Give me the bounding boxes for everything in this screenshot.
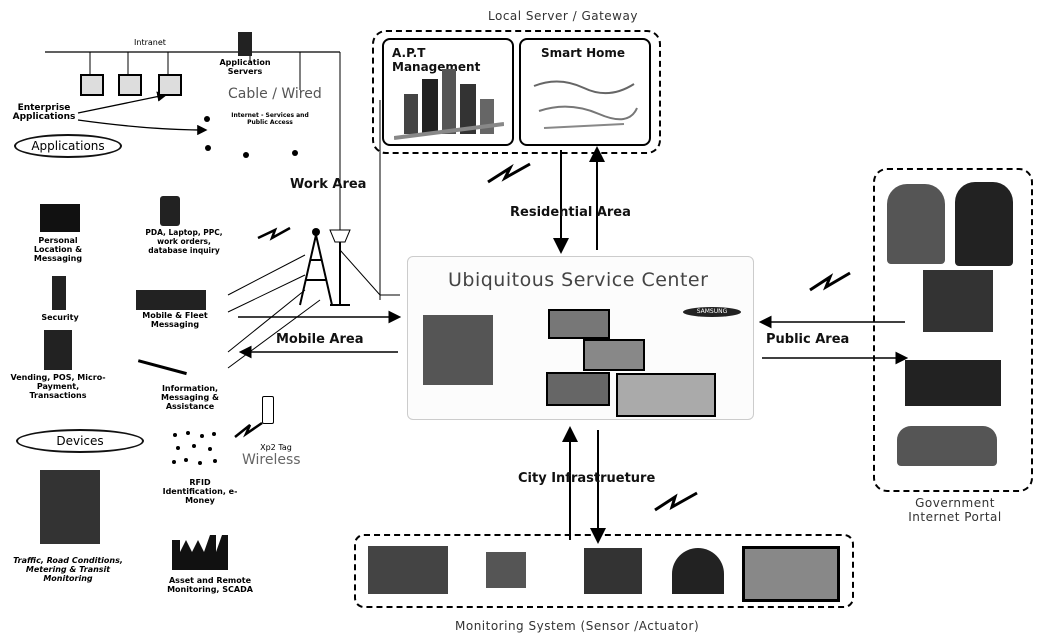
- node-icon: [292, 150, 298, 156]
- radio-tower-icon: [300, 228, 350, 305]
- public-area-label: Public Area: [766, 332, 849, 347]
- rfid-dots-icon: [170, 430, 220, 470]
- monitoring-box: [354, 534, 854, 608]
- security-label: Security: [20, 313, 100, 322]
- police-car-icon: [897, 426, 997, 466]
- server-icon: [238, 32, 252, 56]
- mobile-fleet-label: Mobile & Fleet Messaging: [140, 311, 210, 329]
- computer-icon: [80, 74, 104, 96]
- photo-thumbnail: [616, 373, 716, 417]
- node-icon: [243, 152, 249, 158]
- computer-icon: [118, 74, 142, 96]
- smart-home-panel: Smart Home: [519, 38, 651, 146]
- apartment-buildings-icon: [394, 64, 504, 140]
- operator-icon: [923, 270, 993, 332]
- xp2-tag-label: Xp2 Tag: [256, 443, 296, 452]
- vending-machine-icon: [44, 330, 72, 370]
- mobile-area-label: Mobile Area: [276, 332, 364, 347]
- intranet-label: Intranet: [120, 38, 180, 47]
- apt-management-panel: A.P.T Management: [382, 38, 514, 146]
- city-buildings-icon: [40, 470, 100, 544]
- vending-label: Vending, POS, Micro-Payment, Transaction…: [10, 373, 106, 400]
- fire-truck-icon: [905, 360, 1001, 406]
- internet-label: Internet - Services and Public Access: [225, 112, 315, 126]
- factory-icon: [172, 530, 232, 570]
- node-icon: [205, 145, 211, 151]
- highway-icon: [742, 546, 840, 602]
- government-label: Government Internet Portal: [900, 496, 1010, 524]
- residential-area-label: Residential Area: [510, 205, 631, 220]
- applications-oval: Applications: [14, 134, 122, 158]
- app-servers-label: Application Servers: [205, 58, 285, 76]
- local-server-title: Local Server / Gateway: [488, 9, 688, 23]
- cable-wired-label: Cable / Wired: [228, 86, 322, 102]
- truck-icon: [136, 290, 206, 310]
- tag-icon: [262, 396, 274, 424]
- photo-thumbnail: [546, 372, 610, 406]
- worker-icon: [887, 184, 945, 264]
- building-photo: [423, 315, 493, 385]
- government-panel: [873, 168, 1033, 492]
- work-area-label: Work Area: [290, 177, 366, 192]
- service-center-box: Ubiquitous Service Center SAMSUNG: [407, 256, 754, 420]
- officer-icon: [955, 182, 1013, 266]
- computer-icon: [158, 74, 182, 96]
- bridge-icon: [368, 546, 448, 594]
- traffic-label: Traffic, Road Conditions, Metering & Tra…: [6, 556, 130, 583]
- photo-thumbnail: [583, 339, 645, 371]
- security-guard-icon: [52, 276, 66, 310]
- railway-icon: [584, 548, 642, 594]
- pda-icon: [160, 196, 180, 226]
- pda-label: PDA, Laptop, PPC, work orders, database …: [138, 228, 230, 255]
- node-icon: [204, 116, 210, 122]
- traffic-light-icon: [486, 552, 526, 588]
- local-server-box: A.P.T Management Smart Home: [372, 30, 661, 154]
- samsung-logo: SAMSUNG: [683, 307, 741, 317]
- service-center-title: Ubiquitous Service Center: [448, 269, 708, 291]
- asset-label: Asset and Remote Monitoring, SCADA: [160, 576, 260, 594]
- people-icon: [40, 204, 80, 232]
- rfid-label: RFID Identification, e-Money: [160, 478, 240, 505]
- photo-thumbnail: [548, 309, 610, 339]
- wireless-label: Wireless: [242, 452, 301, 468]
- smart-home-map-icon: [529, 66, 641, 138]
- smart-home-label: Smart Home: [541, 46, 625, 60]
- personal-location-label: Personal Location & Messaging: [18, 236, 98, 263]
- monitoring-label: Monitoring System (Sensor /Actuator): [455, 619, 775, 633]
- city-infrastructure-label: City Infrastrueture: [518, 471, 655, 486]
- tunnel-icon: [672, 548, 724, 594]
- information-label: Information, Messaging & Assistance: [150, 384, 230, 411]
- enterprise-apps-label: Enterprise Applications: [8, 104, 80, 122]
- devices-oval: Devices: [16, 429, 144, 453]
